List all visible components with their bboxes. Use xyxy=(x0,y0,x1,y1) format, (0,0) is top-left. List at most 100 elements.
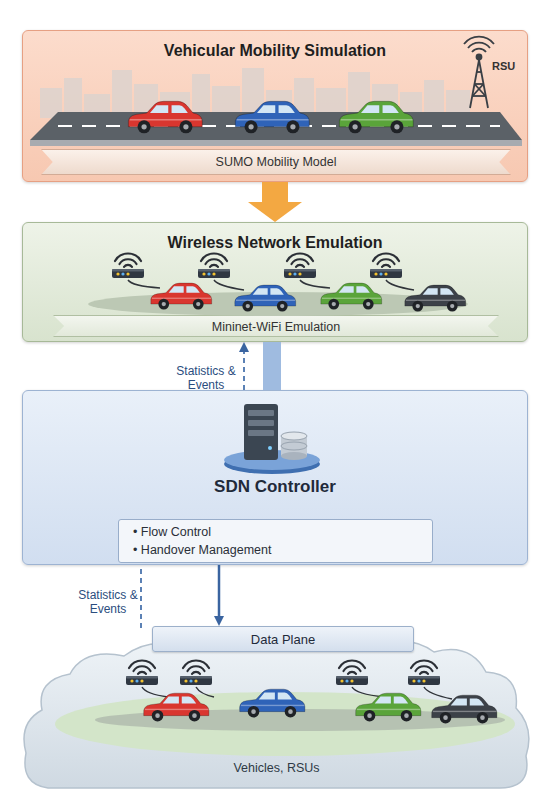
rsu-tower xyxy=(468,43,490,48)
access-point xyxy=(284,253,316,278)
city-skyline xyxy=(446,90,470,118)
access-point xyxy=(198,253,230,278)
server-icon xyxy=(248,430,274,436)
car-blue xyxy=(235,285,296,311)
rsu-tower xyxy=(476,71,482,73)
server-icon xyxy=(224,450,320,470)
car-red xyxy=(151,283,212,309)
list-item: • Flow Control xyxy=(133,525,426,540)
ribbon-banner: Mininet-WiFi Emulation xyxy=(53,315,499,337)
server-icon xyxy=(268,446,272,450)
link-bar xyxy=(263,342,281,390)
city-skyline xyxy=(316,88,346,118)
server-icon xyxy=(244,404,278,460)
ap-wires xyxy=(352,687,384,697)
ap-wires xyxy=(128,280,414,290)
rsu-tower xyxy=(472,49,486,52)
road-shadow xyxy=(88,292,468,316)
car-blue xyxy=(240,689,305,717)
access-point xyxy=(336,660,368,685)
access-point xyxy=(180,660,212,685)
layer-band: Wireless Network EmulationMininet-WiFi E… xyxy=(22,222,528,342)
city-skyline xyxy=(40,68,470,118)
road xyxy=(58,125,500,127)
ap-wires xyxy=(300,280,330,288)
car-green xyxy=(339,101,413,133)
rsu-tower xyxy=(475,84,486,96)
rsu-tower xyxy=(464,37,494,44)
city-skyline xyxy=(112,70,132,118)
road-shadow xyxy=(95,709,505,731)
city-skyline xyxy=(400,92,422,118)
node-heading: SUMO Mobility Model xyxy=(42,155,510,170)
server-icon xyxy=(224,454,320,474)
server-icon xyxy=(224,404,320,474)
ap-wires xyxy=(142,687,452,699)
node-heading: SDN Controller xyxy=(23,477,527,497)
ap-wires xyxy=(386,280,414,290)
layer-band: Vehicular Mobility SimulationSUMO Mobili… xyxy=(22,30,528,182)
access-point xyxy=(370,253,402,278)
city-skyline xyxy=(242,68,264,118)
rsu-tower xyxy=(473,95,486,97)
ribbon-banner: SUMO Mobility Model xyxy=(41,149,511,175)
car-blue xyxy=(235,101,309,133)
ap-wires xyxy=(142,687,168,697)
city-skyline xyxy=(64,78,82,118)
edge-label: Statistics & Events xyxy=(176,364,236,393)
access-point xyxy=(126,660,158,685)
city-skyline xyxy=(294,78,314,118)
city-skyline xyxy=(424,80,444,118)
ap-wires xyxy=(128,280,160,288)
car-red xyxy=(128,101,202,133)
car-green xyxy=(321,283,382,309)
car-dark xyxy=(432,695,497,723)
flow-arrow xyxy=(262,182,288,202)
ap-wires xyxy=(214,280,244,290)
feedback-line xyxy=(140,565,142,628)
data-plane-box: Data Plane xyxy=(152,626,414,652)
node-heading: Vehicular Mobility Simulation xyxy=(23,41,527,60)
rsu-tower xyxy=(470,60,479,108)
node-heading: Data Plane xyxy=(153,632,413,648)
rsu-tower xyxy=(475,83,484,85)
server-icon xyxy=(248,420,274,426)
access-point xyxy=(408,660,440,685)
server-icon xyxy=(281,436,307,456)
edge-label: Statistics & Events xyxy=(78,588,138,617)
server-icon xyxy=(281,452,307,460)
road xyxy=(30,140,522,146)
server-icon xyxy=(281,442,307,450)
node-heading: Wireless Network Emulation xyxy=(23,233,527,252)
car-red xyxy=(144,693,209,721)
ground xyxy=(55,692,515,756)
node-heading: Mininet-WiFi Emulation xyxy=(54,320,498,335)
rsu-tower xyxy=(479,60,488,108)
road xyxy=(30,112,522,146)
list-item: • Handover Management xyxy=(133,543,426,558)
rsu-tower xyxy=(464,37,494,108)
city-skyline xyxy=(40,88,62,118)
server-icon xyxy=(281,432,307,440)
car-dark xyxy=(405,285,466,311)
city-skyline xyxy=(192,74,210,118)
city-skyline xyxy=(348,72,370,118)
control-arrow xyxy=(218,565,221,616)
city-skyline xyxy=(212,86,240,118)
data-plane-cloud: Vehicles, RSUs Data Plane xyxy=(18,628,535,793)
ap-wires xyxy=(424,687,452,699)
feedback-arrow xyxy=(243,352,245,390)
access-point xyxy=(112,253,144,278)
city-skyline xyxy=(84,94,110,118)
server-icon xyxy=(248,410,274,416)
rsu-tower xyxy=(473,84,484,96)
road xyxy=(30,112,522,140)
function-list-box: • Flow Control • Handover Management xyxy=(118,519,433,563)
ap-wires xyxy=(196,687,214,697)
city-skyline xyxy=(372,84,398,118)
city-skyline xyxy=(266,90,292,118)
rsu-tower xyxy=(477,55,482,60)
node-heading: Vehicles, RSUs xyxy=(18,761,535,776)
city-skyline xyxy=(160,92,190,118)
